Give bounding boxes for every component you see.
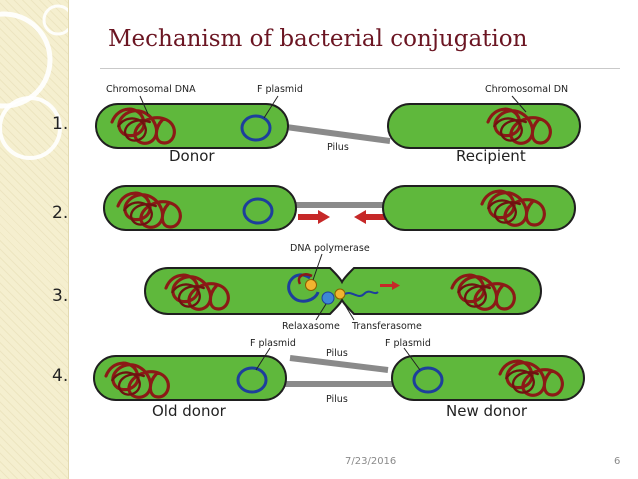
label-f-plasmid-4-right: F plasmid (385, 338, 431, 349)
step2-f-plasmid (242, 197, 274, 225)
step4-new-donor-f-plasmid (412, 366, 444, 394)
leader-chromosomal-dna-right (511, 95, 527, 113)
step1-pilus (285, 124, 391, 144)
step-number-4: 4. (52, 366, 69, 386)
leader-relaxasome (315, 303, 327, 321)
leader-f-plasmid-1 (263, 95, 279, 119)
leader-chromosomal-dna-left (139, 95, 149, 115)
label-donor: Donor (169, 147, 215, 165)
label-recipient: Recipient (456, 147, 526, 165)
label-relaxasome: Relaxasome (282, 321, 340, 332)
leader-transferasome (341, 299, 355, 321)
step3-transfer-arrow (380, 281, 400, 290)
step3-transferasome (334, 288, 346, 300)
label-f-plasmid-4-left: F plasmid (250, 338, 296, 349)
step3-relaxasome (321, 291, 335, 305)
label-transferasome: Transferasome (351, 321, 422, 332)
footer-date: 7/23/2016 (345, 456, 397, 467)
label-dna-polymerase: DNA polymerase (290, 243, 370, 254)
step2-recipient-cell (382, 185, 576, 231)
leader-f-plasmid-4-right (403, 347, 421, 371)
decorative-circles (0, 4, 68, 160)
label-chromosomal-dna-left: Chromosomal DNA (106, 84, 196, 95)
step3-new-strand (297, 273, 313, 285)
leader-dna-polymerase (312, 253, 323, 281)
label-new-donor: New donor (446, 402, 528, 420)
label-pilus-4-bottom: Pilus (326, 394, 348, 405)
label-old-donor: Old donor (152, 402, 227, 420)
slide-sidebar (0, 0, 69, 479)
step-number-2: 2. (52, 203, 69, 223)
label-f-plasmid-1: F plasmid (257, 84, 303, 95)
label-pilus-1: Pilus (327, 142, 349, 153)
label-chromosomal-dna-right: Chromosomal DN (485, 84, 568, 95)
step4-old-donor-f-plasmid (236, 366, 268, 394)
step3-dna-polymerase (305, 279, 317, 291)
slide-title: Mechanism of bacterial conjugation (108, 26, 528, 52)
step1-f-plasmid (240, 114, 272, 142)
step3-transferred-strand (344, 290, 379, 297)
title-rule (100, 68, 620, 69)
footer-page-number: 6 (614, 456, 621, 467)
step2-retraction-arrows (298, 210, 386, 224)
step-number-3: 3. (52, 286, 69, 306)
label-pilus-4-top: Pilus (326, 348, 348, 359)
leader-f-plasmid-4-left (255, 347, 271, 371)
step-number-1: 1. (52, 114, 69, 134)
step1-recipient-cell (387, 103, 581, 149)
step4-pili (284, 355, 398, 387)
step3-replicating-dna (287, 273, 320, 303)
